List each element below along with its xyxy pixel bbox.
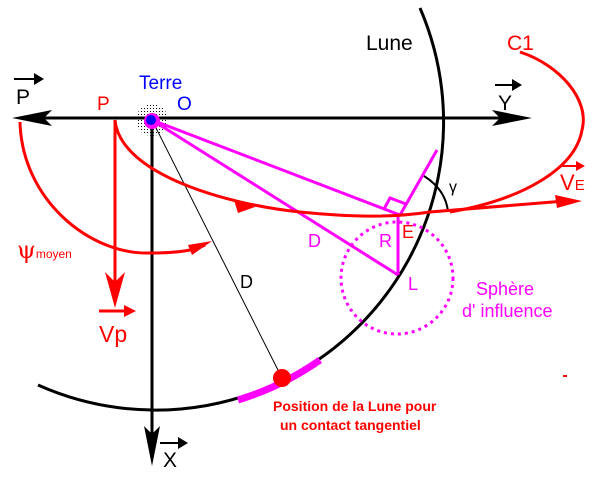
r-label: R bbox=[379, 231, 392, 251]
y-vector-arrow-icon bbox=[495, 79, 522, 91]
p-axis-arrowhead bbox=[12, 110, 52, 126]
vp-label: Vp bbox=[99, 321, 127, 347]
earth-label: Terre bbox=[139, 73, 182, 94]
sphere-label-line2: d' influence bbox=[462, 301, 553, 321]
p-vector-arrow-icon bbox=[14, 73, 44, 85]
psi-moyen-label: ψmoyen bbox=[17, 236, 72, 264]
x-axis-label: X bbox=[163, 449, 177, 472]
c1-curve bbox=[449, 50, 585, 214]
position-label-line1: Position de la Lune pour bbox=[273, 398, 437, 414]
e-label: E bbox=[402, 222, 414, 242]
p-point-label: P bbox=[97, 94, 110, 115]
d-black-label: D bbox=[240, 272, 253, 292]
transfer-trajectory-red bbox=[113, 119, 566, 218]
ve-label-v: V bbox=[560, 170, 575, 195]
distance-d-line bbox=[151, 119, 283, 379]
vp-vector-arrow-icon bbox=[99, 305, 136, 317]
y-axis-arrowhead bbox=[492, 110, 532, 126]
moon-orbit bbox=[37, 7, 446, 412]
moon-position-dot bbox=[273, 369, 291, 387]
l-label: L bbox=[408, 274, 418, 294]
right-angle-marker bbox=[382, 196, 407, 210]
gamma-label: γ bbox=[449, 179, 457, 196]
vp-arrowhead bbox=[105, 272, 125, 308]
d-magenta-label: D bbox=[308, 231, 321, 251]
line-e-up bbox=[398, 149, 439, 216]
p-vector-label: P bbox=[16, 86, 30, 109]
moon-label: Lune bbox=[366, 32, 413, 55]
ve-arrowhead bbox=[555, 195, 582, 208]
psi-symbol: ψ bbox=[17, 236, 36, 264]
c1-label: C1 bbox=[507, 32, 534, 55]
psi-subscript: moyen bbox=[36, 247, 72, 261]
origin-label: O bbox=[177, 94, 192, 115]
x-axis-arrowhead bbox=[144, 426, 160, 466]
ve-label-sub: E bbox=[575, 177, 585, 194]
line-o-to-e bbox=[151, 118, 401, 217]
gamma-angle-arc bbox=[423, 175, 449, 213]
trajectory-arrowhead bbox=[234, 200, 255, 213]
ve-label: VE bbox=[560, 170, 585, 195]
y-axis-label: Y bbox=[498, 92, 512, 115]
sphere-label-line1: Sphère bbox=[476, 279, 534, 299]
line-o-to-l bbox=[151, 118, 399, 277]
psi-arrowhead bbox=[188, 241, 212, 255]
earth-core bbox=[146, 115, 156, 125]
x-vector-arrow-icon bbox=[160, 437, 188, 449]
stray-mark bbox=[563, 375, 567, 377]
sphere-of-influence bbox=[339, 220, 455, 336]
psi-moyen-arc bbox=[18, 121, 206, 255]
ve-vector-arrow-icon bbox=[560, 161, 585, 171]
position-label-line2: un contact tangentiel bbox=[280, 417, 421, 433]
